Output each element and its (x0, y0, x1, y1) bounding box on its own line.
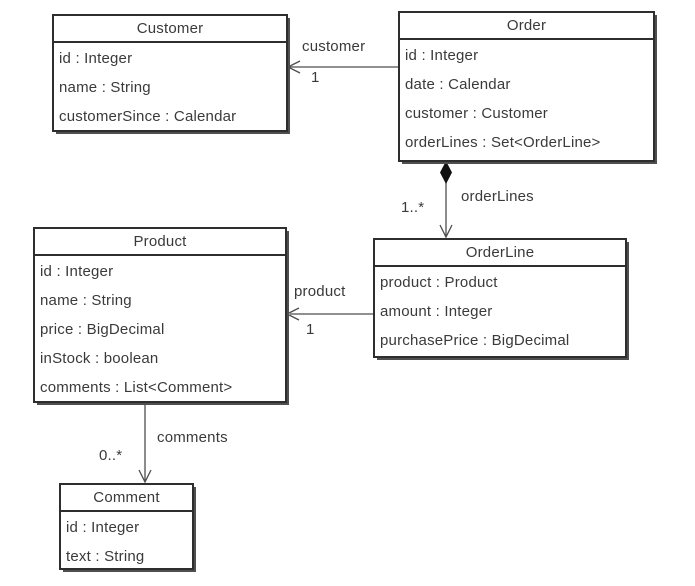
class-title: Customer (54, 16, 286, 43)
attribute-row: id : Integer (405, 47, 479, 64)
association-label-comments: comments (157, 429, 228, 446)
class-box-comment: Comment id : Integer text : String (59, 483, 194, 570)
class-attributes: product : Product amount : Integer purch… (375, 267, 625, 355)
class-title: Product (35, 229, 285, 256)
attribute-row: date : Calendar (405, 76, 511, 93)
class-title: OrderLine (375, 240, 625, 267)
association-label-customer: customer (302, 38, 366, 55)
attribute-row: product : Product (380, 274, 498, 291)
class-attributes: id : Integer text : String (61, 512, 192, 571)
attribute-row: id : Integer (40, 263, 114, 280)
attribute-row: orderLines : Set<OrderLine> (405, 134, 601, 151)
class-attributes: id : Integer name : String customerSince… (54, 43, 286, 131)
association-label-product: product (294, 283, 346, 300)
attribute-row: price : BigDecimal (40, 321, 165, 338)
class-attributes: id : Integer name : String price : BigDe… (35, 256, 285, 402)
attribute-row: purchasePrice : BigDecimal (380, 332, 570, 349)
attribute-row: text : String (66, 548, 145, 565)
attribute-row: inStock : boolean (40, 350, 159, 367)
attribute-row: id : Integer (59, 50, 133, 67)
attribute-row: customer : Customer (405, 105, 549, 122)
class-title: Comment (61, 485, 192, 512)
multiplicity-product: 1 (306, 321, 315, 338)
association-label-orderlines: orderLines (461, 188, 534, 205)
open-arrowhead-icon (439, 224, 453, 239)
open-arrowhead-icon (285, 307, 300, 321)
class-box-customer: Customer id : Integer name : String cust… (52, 14, 288, 132)
class-attributes: id : Integer date : Calendar customer : … (400, 40, 653, 157)
multiplicity-customer: 1 (311, 69, 320, 86)
composition-diamond-icon (440, 161, 452, 184)
attribute-row: amount : Integer (380, 303, 493, 320)
class-box-product: Product id : Integer name : String price… (33, 227, 287, 403)
open-arrowhead-icon (286, 60, 301, 74)
attribute-row: customerSince : Calendar (59, 108, 237, 125)
class-box-orderline: OrderLine product : Product amount : Int… (373, 238, 627, 358)
class-box-order: Order id : Integer date : Calendar custo… (398, 11, 655, 162)
class-title: Order (400, 13, 653, 40)
multiplicity-orderlines: 1..* (401, 199, 425, 216)
attribute-row: name : String (40, 292, 132, 309)
multiplicity-comments: 0..* (99, 447, 123, 464)
open-arrowhead-icon (138, 469, 152, 484)
attribute-row: comments : List<Comment> (40, 379, 233, 396)
attribute-row: name : String (59, 79, 151, 96)
attribute-row: id : Integer (66, 519, 140, 536)
